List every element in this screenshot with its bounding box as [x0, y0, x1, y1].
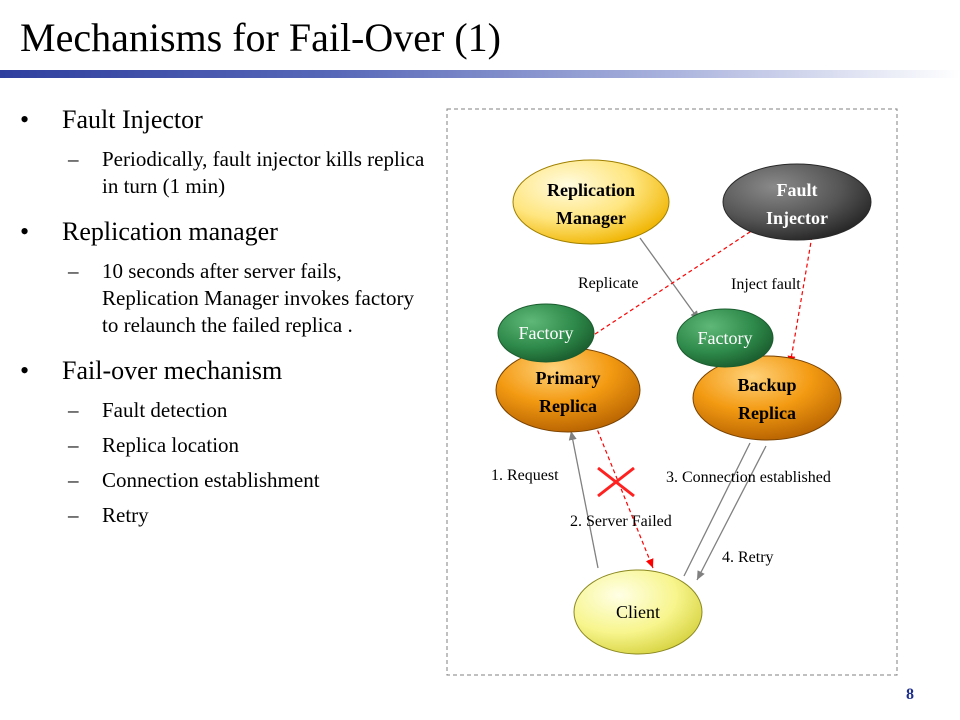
retry-label: 4. Retry	[722, 549, 774, 566]
sub-bullet: – Replica location	[20, 432, 430, 459]
connection-established-line	[683, 442, 751, 577]
retry-arrow	[696, 445, 767, 581]
sub-bullet-dash: –	[68, 468, 79, 492]
bullet-list: • Fault Injector – Periodically, fault i…	[20, 102, 430, 537]
bullet-text: Fail-over mechanism	[62, 356, 283, 385]
sub-bullet-text: 10 seconds after server fails, Replicati…	[102, 259, 414, 337]
bullet-dot: •	[20, 217, 30, 246]
bullet-dot: •	[20, 356, 30, 385]
primary-replica-node	[495, 347, 641, 433]
bullet-text: Replication manager	[62, 217, 278, 246]
sub-bullet-text: Fault detection	[102, 398, 228, 422]
request-label: 1. Request	[491, 467, 559, 484]
title-underline	[0, 70, 960, 78]
replication-manager-label-line2: Manager	[556, 208, 626, 228]
replication-manager-node	[512, 159, 670, 245]
replication-manager-label-line1: Replication	[547, 180, 635, 200]
backup-replica-node	[692, 355, 842, 441]
sub-bullet: – Fault detection	[20, 397, 430, 424]
bullet-text: Fault Injector	[62, 105, 203, 134]
server-failed-arrow	[594, 423, 654, 569]
sub-bullet: – Periodically, fault injector kills rep…	[20, 146, 430, 200]
sub-bullet-dash: –	[68, 503, 79, 527]
client-label: Client	[616, 602, 660, 622]
server-failed-label: 2. Server Failed	[570, 513, 672, 530]
fault-injector-label-line2: Injector	[766, 208, 828, 228]
client-node	[573, 569, 703, 655]
fault-injector-label-line1: Fault	[776, 180, 817, 200]
page-number: 8	[906, 686, 914, 703]
sub-bullet-dash: –	[68, 147, 79, 171]
slide-title: Mechanisms for Fail-Over (1)	[20, 15, 501, 60]
inject-fault-label: Inject fault	[731, 276, 801, 293]
bullet-replication-manager: • Replication manager	[20, 214, 430, 250]
primary-replica-label-line2: Replica	[539, 396, 597, 416]
inject-fault-arrow-backup	[787, 235, 813, 366]
diagram-border	[446, 108, 898, 676]
sub-bullet: – Connection establishment	[20, 467, 430, 494]
bullet-fault-injector: • Fault Injector	[20, 102, 430, 138]
replicate-arrow	[639, 237, 700, 321]
sub-bullet-dash: –	[68, 398, 79, 422]
request-arrow	[568, 430, 599, 569]
factory-primary-label: Factory	[519, 323, 574, 343]
factory-primary-node	[497, 303, 595, 363]
primary-replica-label-line1: Primary	[536, 368, 601, 388]
backup-replica-label-line2: Replica	[738, 403, 796, 423]
sub-bullet-dash: –	[68, 259, 79, 283]
sub-bullet-dash: –	[68, 433, 79, 457]
inject-fault-arrow-primary	[582, 223, 763, 343]
factory-backup-node	[676, 308, 774, 368]
sub-bullet: – 10 seconds after server fails, Replica…	[20, 258, 430, 339]
factory-backup-label: Factory	[698, 328, 753, 348]
failure-cross-icon	[597, 466, 635, 498]
connection-established-label: 3. Connection established	[666, 469, 831, 486]
sub-bullet: – Retry	[20, 502, 430, 529]
bullet-dot: •	[20, 105, 30, 134]
sub-bullet-text: Retry	[102, 503, 149, 527]
bullet-fail-over-mechanism: • Fail-over mechanism	[20, 353, 430, 389]
sub-bullet-text: Replica location	[102, 433, 240, 457]
replicate-label: Replicate	[578, 275, 638, 292]
sub-bullet-text: Periodically, fault injector kills repli…	[102, 147, 425, 198]
fault-injector-node	[722, 163, 872, 241]
backup-replica-label-line1: Backup	[737, 375, 796, 395]
sub-bullet-text: Connection establishment	[102, 468, 320, 492]
